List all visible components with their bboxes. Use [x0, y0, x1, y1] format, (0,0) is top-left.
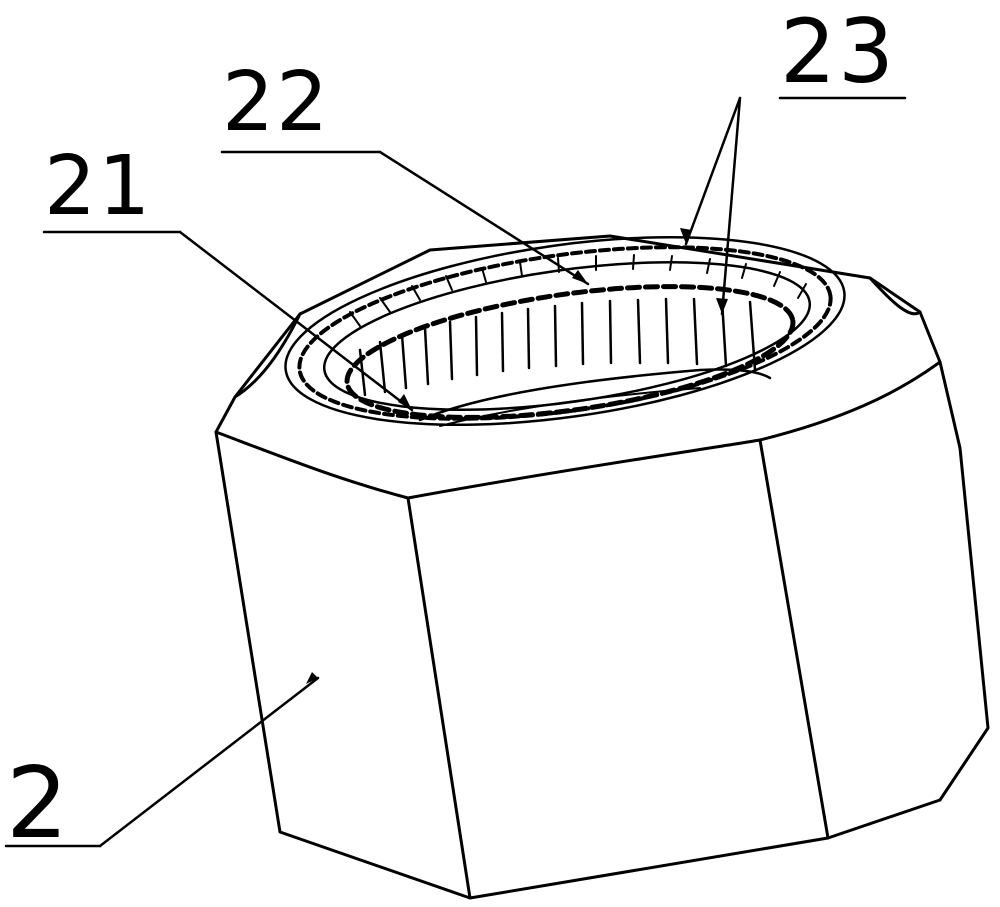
spline-flutes	[358, 297, 757, 397]
chamfer-arc-left	[233, 312, 302, 399]
bore-bottom	[418, 368, 772, 422]
reference-numeral-21: 21	[44, 139, 153, 234]
reference-numeral-2: 2	[6, 747, 71, 861]
arrowhead-22	[572, 270, 588, 284]
reference-numeral-23: 23	[780, 0, 896, 103]
chamfer-arc-right	[868, 276, 922, 316]
ring-teeth	[349, 254, 807, 327]
face-edge-left	[406, 496, 472, 900]
arrowhead-23b	[716, 298, 728, 314]
arrowhead-21	[398, 394, 412, 410]
leader-lines	[4, 96, 907, 848]
face-edge-right	[758, 438, 830, 840]
bore-bottom-inner	[439, 387, 701, 427]
top-chamfer-front	[214, 360, 942, 500]
nut-outline	[214, 234, 990, 900]
arrowhead-23a	[680, 228, 692, 244]
reference-numeral-22: 22	[222, 55, 331, 150]
arrowhead-2	[306, 672, 318, 684]
tooth-boundary-ring	[322, 261, 812, 411]
knurled-bore-rim	[344, 284, 796, 420]
top-face-ring	[284, 235, 846, 427]
